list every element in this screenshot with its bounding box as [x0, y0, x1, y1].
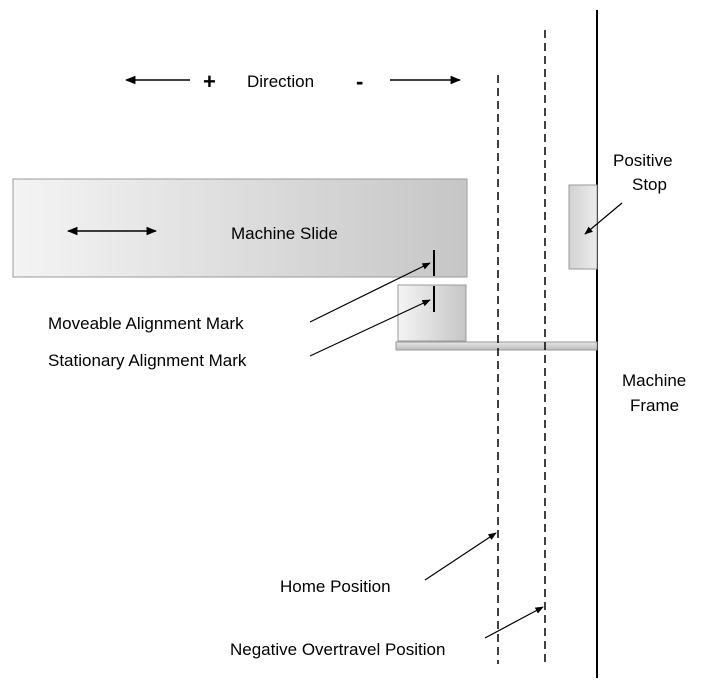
moveable-mark-label: Moveable Alignment Mark [48, 314, 244, 333]
positive-stop-label-line2: Stop [632, 175, 667, 194]
stationary-mark-leader [309, 299, 431, 357]
direction-label: Direction [247, 72, 314, 91]
machine-frame-label-line2: Frame [630, 396, 679, 415]
stationary-block [397, 284, 467, 342]
mounting-bar [395, 341, 598, 351]
home-position-label: Home Position [280, 577, 391, 596]
positive-stop-label-line1: Positive [613, 151, 673, 170]
negative-overtravel-leader [484, 606, 544, 639]
machine-slide-label: Machine Slide [231, 224, 338, 243]
home-position-leader [424, 532, 497, 581]
plus-sign: + [203, 69, 216, 94]
stationary-mark-label: Stationary Alignment Mark [48, 351, 247, 370]
negative-overtravel-label: Negative Overtravel Position [230, 640, 445, 659]
minus-sign: - [356, 69, 363, 94]
moveable-mark-leader [309, 262, 431, 323]
machine-frame-label-line1: Machine [622, 371, 686, 390]
positive-stop-leader [584, 202, 623, 235]
